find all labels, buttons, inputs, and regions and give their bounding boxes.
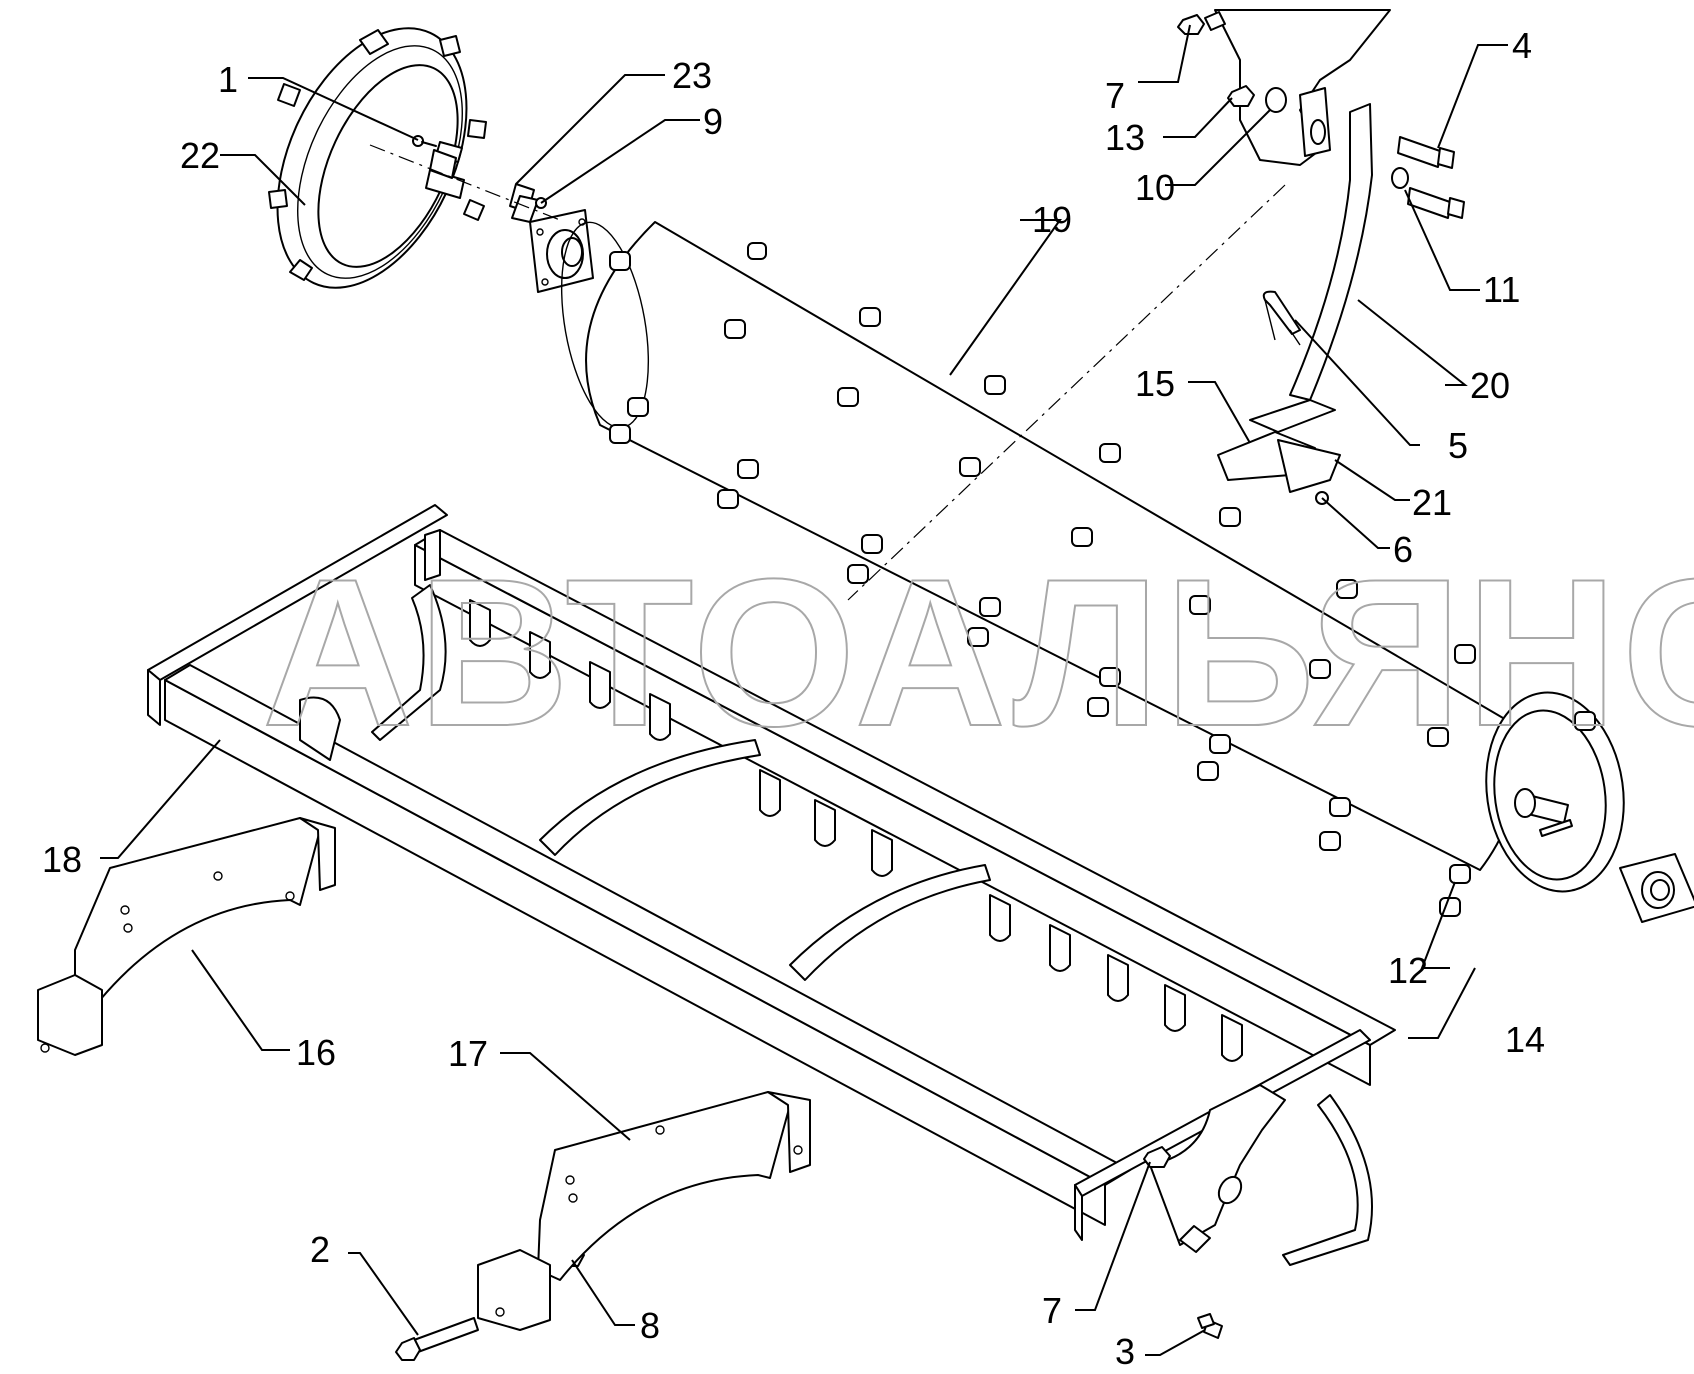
callout-17: 17 bbox=[448, 1033, 488, 1074]
callout-labels: 1 2 3 4 5 6 7 7 8 9 10 11 12 13 14 15 16… bbox=[42, 25, 1545, 1372]
callout-5: 5 bbox=[1448, 425, 1468, 466]
scraper-blade bbox=[1217, 399, 1341, 505]
leader-lines bbox=[100, 24, 1508, 1356]
callout-6: 6 bbox=[1393, 529, 1413, 570]
axis-line bbox=[369, 144, 561, 221]
callout-7-top: 7 bbox=[1105, 75, 1125, 116]
frame-cross-rails bbox=[539, 739, 991, 981]
arm-right bbox=[477, 1091, 811, 1331]
callout-22: 22 bbox=[180, 135, 220, 176]
callout-20: 20 bbox=[1470, 365, 1510, 406]
callout-1: 1 bbox=[218, 59, 238, 100]
roller-drum bbox=[560, 221, 1625, 893]
callout-16: 16 bbox=[296, 1032, 336, 1073]
callout-8: 8 bbox=[640, 1305, 660, 1346]
callout-11: 11 bbox=[1483, 269, 1520, 310]
callout-23: 23 bbox=[672, 55, 712, 96]
frame-side-plate-right bbox=[1149, 1084, 1374, 1266]
callout-3: 3 bbox=[1115, 1331, 1135, 1372]
cage-wheel bbox=[268, 27, 487, 289]
callout-15: 15 bbox=[1135, 363, 1175, 404]
callout-18: 18 bbox=[42, 839, 82, 880]
frame-lugs bbox=[469, 599, 1243, 1062]
callout-9: 9 bbox=[703, 101, 723, 142]
callout-7-bottom: 7 bbox=[1042, 1290, 1062, 1331]
u-bolt bbox=[1262, 290, 1301, 346]
frame-side-plate-left bbox=[299, 584, 447, 761]
flange-bearing-right bbox=[1619, 853, 1694, 923]
arm-left bbox=[37, 817, 336, 1056]
axis-line-2 bbox=[847, 184, 1286, 601]
callout-13: 13 bbox=[1105, 117, 1145, 158]
callout-21: 21 bbox=[1412, 482, 1452, 523]
callout-14: 14 bbox=[1505, 1019, 1545, 1060]
callout-10: 10 bbox=[1135, 167, 1175, 208]
scraper-bracket bbox=[1177, 9, 1465, 401]
callout-4: 4 bbox=[1512, 25, 1532, 66]
callout-19: 19 bbox=[1032, 199, 1072, 240]
watermark-text: АВТОАЛЬЯНС bbox=[262, 535, 1694, 770]
callout-2: 2 bbox=[310, 1229, 330, 1270]
callout-12: 12 bbox=[1388, 950, 1428, 991]
drum-studs bbox=[609, 242, 1596, 917]
